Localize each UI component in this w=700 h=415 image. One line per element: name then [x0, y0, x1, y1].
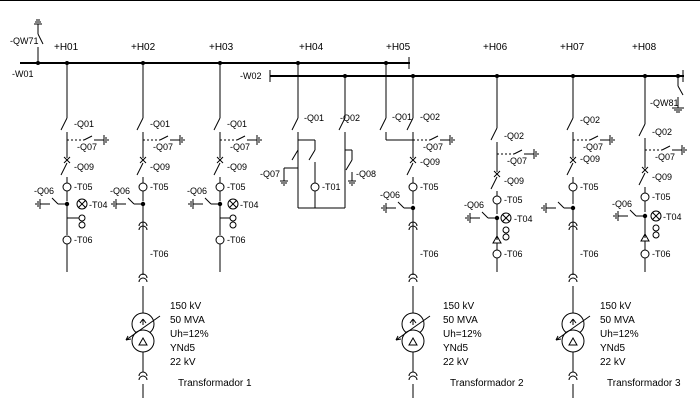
label-h06-q02: -Q02 — [504, 131, 524, 141]
label-h08-t05: -T05 — [652, 192, 671, 202]
bay-label-h08: +H08 — [632, 42, 657, 53]
bay-label-h01: +H01 — [54, 42, 79, 53]
label-qw81: -QW81 — [650, 98, 679, 108]
label-h05-q02: -Q02 — [420, 112, 440, 122]
label-h05-t06: -T06 — [420, 249, 439, 259]
bay-h06 — [465, 74, 539, 272]
transformer-3-name: Transformador 3 — [607, 378, 681, 389]
bus-label-w01: -W01 — [12, 69, 34, 79]
label-h06-q07: -Q07 — [507, 156, 527, 166]
label-h07-q09: -Q09 — [580, 154, 600, 164]
bay-label-h04: +H04 — [299, 42, 324, 53]
label-h02-t06: -T06 — [150, 249, 169, 259]
label-h06-t04: -T04 — [514, 214, 533, 224]
label-h03-t04: -T04 — [240, 200, 259, 210]
transformer-3-vector-group: YNd5 — [600, 343, 625, 354]
bus-label-w02: -W02 — [240, 71, 262, 81]
label-h03-t06: -T06 — [227, 235, 246, 245]
transformer-1-name: Transformador 1 — [178, 378, 252, 389]
transformer-3-voltage: 150 kV — [600, 301, 631, 312]
label-h04-q07: -Q07 — [260, 169, 280, 179]
label-h04-q02: -Q02 — [340, 113, 360, 123]
bay-h05 — [379, 61, 455, 398]
label-h03-q01: -Q01 — [227, 119, 247, 129]
label-h02-q01: -Q01 — [150, 119, 170, 129]
transformer-3-power: 50 MVA — [600, 315, 635, 326]
transformer-1-power: 50 MVA — [170, 315, 205, 326]
label-h01-t04: -T04 — [89, 200, 108, 210]
transformer-2-voltage: 150 kV — [443, 301, 474, 312]
label-h08-q02: -Q02 — [652, 127, 672, 137]
transformer-2-uh: Uh=12% — [443, 329, 482, 340]
transformer-1-lv-voltage: 22 kV — [170, 357, 196, 368]
bay-h07 — [541, 74, 615, 398]
label-h07-q07: -Q07 — [583, 142, 603, 152]
label-h05-q07: -Q07 — [423, 142, 443, 152]
bay-h04-coupler — [280, 61, 356, 209]
transformer-2-lv-voltage: 22 kV — [443, 357, 469, 368]
earthing-switch-qw81 — [672, 74, 684, 113]
bay-label-h03: +H03 — [209, 42, 234, 53]
label-h05-t05: -T05 — [420, 182, 439, 192]
bay-label-h02: +H02 — [131, 42, 156, 53]
label-h02-q09: -Q09 — [150, 162, 170, 172]
label-h01-q07: -Q07 — [77, 142, 97, 152]
label-h03-q07: -Q07 — [230, 142, 250, 152]
earthing-switch-qw71 — [34, 19, 44, 65]
label-h01-t05: -T05 — [74, 182, 93, 192]
label-h01-t06: -T06 — [74, 235, 93, 245]
label-h07-t05: -T05 — [580, 182, 599, 192]
transformer-3-uh: Uh=12% — [600, 329, 639, 340]
label-h04-t01: -T01 — [322, 182, 341, 192]
label-h01-q09: -Q09 — [74, 162, 94, 172]
label-h03-q06: -Q06 — [187, 186, 207, 196]
label-h08-t06: -T06 — [652, 249, 671, 259]
label-h03-q09: -Q09 — [227, 162, 247, 172]
transformer-2-vector-group: YNd5 — [443, 343, 468, 354]
label-h05-q09: -Q09 — [420, 157, 440, 167]
bay-label-h06: +H06 — [483, 42, 508, 53]
label-h02-t05: -T05 — [150, 182, 169, 192]
bay-label-h07: +H07 — [560, 42, 585, 53]
label-h02-q07: -Q07 — [153, 142, 173, 152]
label-h07-t06: -T06 — [580, 249, 599, 259]
transformer-3-data: 150 kV 50 MVA Uh=12% YNd5 22 kV Transfor… — [600, 301, 681, 389]
transformer-2-power: 50 MVA — [443, 315, 478, 326]
label-h04-q08: -Q08 — [356, 169, 376, 179]
label-h08-q09: -Q09 — [652, 172, 672, 182]
label-h06-t06: -T06 — [504, 249, 523, 259]
bay-label-h05: +H05 — [386, 42, 411, 53]
bay-h08 — [613, 74, 687, 272]
label-h06-t05: -T05 — [504, 195, 523, 205]
label-h03-t05: -T05 — [227, 182, 246, 192]
transformer-2-data: 150 kV 50 MVA Uh=12% YNd5 22 kV Transfor… — [443, 301, 524, 389]
label-h04-q01: -Q01 — [304, 113, 324, 123]
label-h08-q07: -Q07 — [655, 152, 675, 162]
transformer-1-voltage: 150 kV — [170, 301, 201, 312]
transformer-1-data: 150 kV 50 MVA Uh=12% YNd5 22 kV Transfor… — [170, 301, 252, 389]
bay-h01 — [35, 61, 109, 272]
label-h05-q06: -Q06 — [380, 190, 400, 200]
label-h08-t04: -T04 — [663, 212, 682, 222]
transformer-1-uh: Uh=12% — [170, 329, 209, 340]
transformer-1-vector-group: YNd5 — [170, 343, 195, 354]
transformer-2-name: Transformador 2 — [450, 378, 524, 389]
label-h01-q06: -Q06 — [34, 186, 54, 196]
label-qw71: -QW71 — [10, 36, 39, 46]
label-h01-q01: -Q01 — [74, 119, 94, 129]
label-h07-q02: -Q02 — [580, 115, 600, 125]
label-h05-q01: -Q01 — [392, 112, 412, 122]
label-h06-q09: -Q09 — [504, 176, 524, 186]
transformer-3-lv-voltage: 22 kV — [600, 357, 626, 368]
bay-h02 — [111, 61, 185, 398]
label-h08-q06: -Q06 — [612, 199, 632, 209]
label-h02-q06: -Q06 — [110, 186, 130, 196]
label-h06-q06: -Q06 — [464, 200, 484, 210]
bay-h03 — [188, 61, 262, 272]
